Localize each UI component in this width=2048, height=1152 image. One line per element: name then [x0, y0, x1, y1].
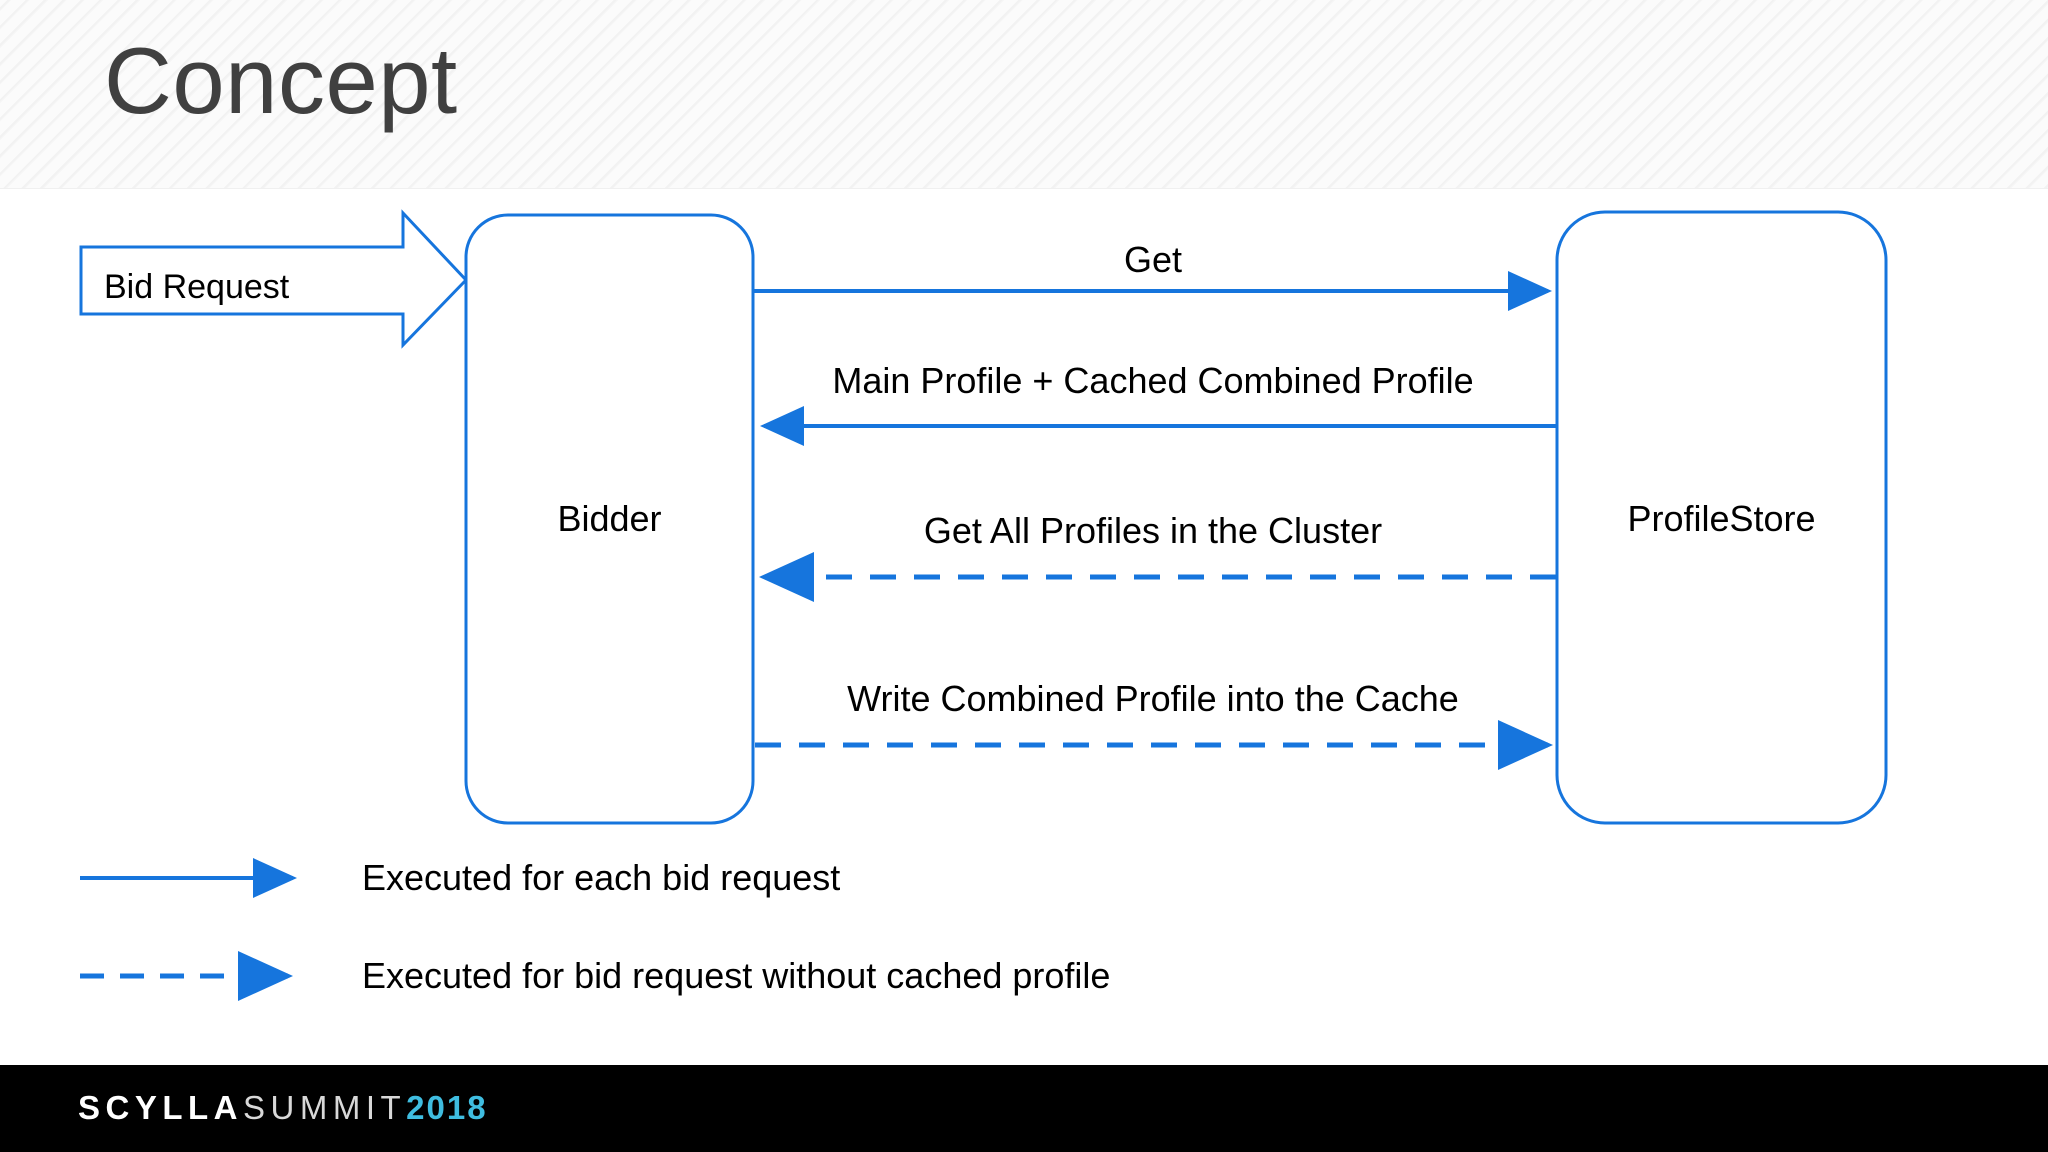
page-title: Concept: [104, 28, 458, 133]
node-bidder-label: Bidder: [557, 498, 662, 539]
legend-item-dashed-label: Executed for bid request without cached …: [362, 955, 1111, 996]
footer-brand-text: SCYLLA: [78, 1089, 243, 1126]
flow-write-combined-label: Write Combined Profile into the Cache: [847, 678, 1459, 719]
node-profilestore-label: ProfileStore: [1627, 498, 1816, 539]
node-profilestore: [1555, 210, 1888, 825]
slide-header-band: [0, 0, 2048, 189]
footer-bar: [0, 1065, 2048, 1152]
diagram-canvas: [0, 188, 2048, 1065]
footer-event-text: SUMMIT: [243, 1089, 407, 1126]
bid-request-label: Bid Request: [104, 268, 290, 306]
legend-item-solid-label: Executed for each bid request: [362, 857, 841, 898]
footer-year-text: 2018: [406, 1089, 488, 1126]
node-bidder: [464, 213, 755, 825]
flow-get-all-profiles-label: Get All Profiles in the Cluster: [923, 510, 1383, 551]
flow-main-profile-label: Main Profile + Cached Combined Profile: [832, 360, 1474, 401]
footer-logo: SCYLLASUMMIT2018: [78, 1088, 488, 1128]
bid-request-block-arrow: [79, 209, 469, 349]
flow-get-label: Get: [1123, 239, 1183, 280]
